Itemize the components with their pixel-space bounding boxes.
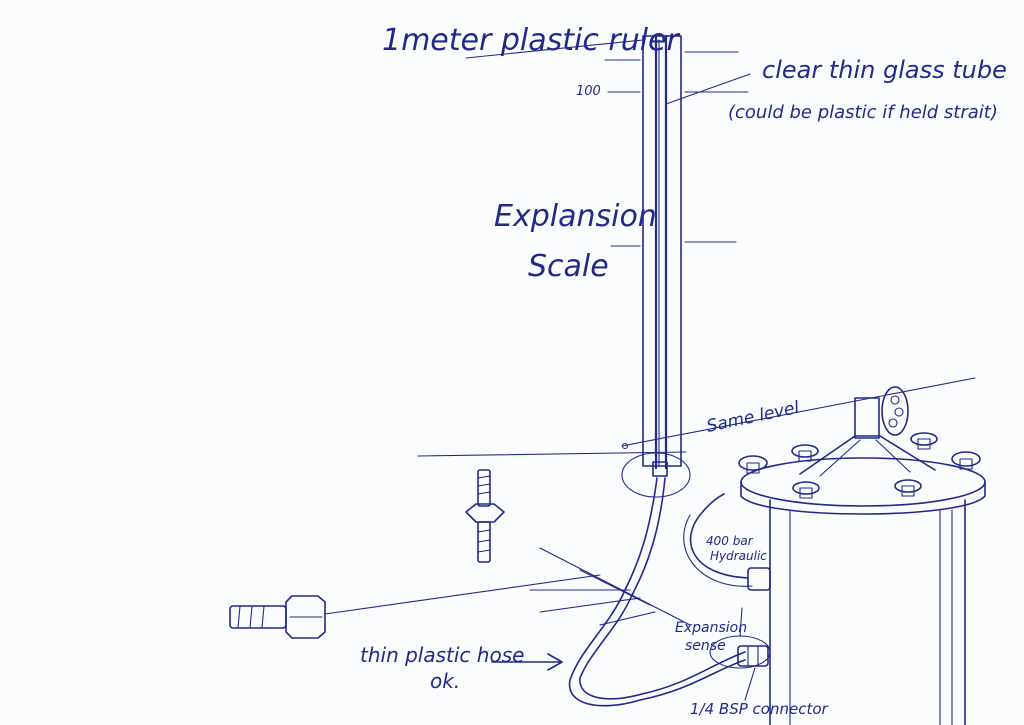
base-level-line xyxy=(417,451,687,457)
label-connector: 1/4 BSP connector xyxy=(690,700,829,718)
vessel-flange-top xyxy=(740,457,986,507)
tube-bottom-fitting xyxy=(652,461,668,477)
hatch-line xyxy=(539,597,641,613)
hose-inner xyxy=(579,477,746,700)
barb-ring xyxy=(477,539,491,543)
flange-bolt xyxy=(951,451,981,470)
handwheel-spoke xyxy=(888,418,898,428)
sense-leader-line xyxy=(739,607,743,637)
plastic-hose xyxy=(568,477,746,707)
tail-ring xyxy=(237,605,241,629)
barbed-fitting xyxy=(465,469,505,563)
label-tube-line1: clear thin glass tube xyxy=(762,56,1007,84)
hatch-line xyxy=(539,547,691,626)
barb-ring xyxy=(477,475,491,479)
flange-bolt xyxy=(910,432,938,450)
tail-ring xyxy=(249,605,253,629)
tube-leader-line xyxy=(665,73,751,105)
label-hose-line2: ok. xyxy=(430,669,460,693)
label-hydraulic-line2: Hydraulic xyxy=(710,549,767,563)
fitting-leader-line xyxy=(324,574,601,615)
ruler-and-tube xyxy=(465,34,751,498)
sense-port xyxy=(737,645,769,667)
tail-hex-nut xyxy=(285,595,326,639)
valve-stem xyxy=(854,397,880,439)
label-hose-line1: thin plastic hose xyxy=(360,643,524,667)
flange-bolts xyxy=(738,432,981,499)
handwheel-spoke xyxy=(890,395,900,405)
connector-leader-line xyxy=(744,667,756,701)
label-same-level: Same level xyxy=(705,398,801,437)
label-sense-line1: Expansion xyxy=(675,620,747,636)
hydraulic-port xyxy=(747,567,771,591)
flange-bolt xyxy=(738,455,768,474)
barb-ring xyxy=(477,529,491,533)
hatch-line xyxy=(599,611,656,626)
flange-bolt xyxy=(792,481,820,499)
hydraulic-line-edge xyxy=(683,514,753,587)
pressure-vessel xyxy=(683,386,986,725)
label-ruler: 1meter plastic ruler xyxy=(382,23,681,58)
label-scale-line1: Explansion xyxy=(494,199,657,234)
label-scale-line2: Scale xyxy=(528,249,609,284)
tail-ring xyxy=(261,605,265,629)
hose-tail-fitting xyxy=(229,595,326,639)
hose-outer xyxy=(568,477,746,707)
hatch-line xyxy=(579,569,651,606)
lid-shade xyxy=(819,439,861,477)
barb-ring xyxy=(477,483,491,487)
same-level-lines xyxy=(417,377,976,457)
handwheel xyxy=(881,386,909,436)
ruler-base xyxy=(621,452,691,498)
lid-cone xyxy=(799,435,936,475)
hydraulic-line xyxy=(689,493,749,579)
flange-bolt xyxy=(791,444,819,462)
plastic-ruler xyxy=(642,35,682,467)
handwheel-spoke xyxy=(894,407,904,417)
level-dot xyxy=(621,442,629,450)
barb-top xyxy=(477,469,491,507)
level-line xyxy=(621,377,976,447)
ruler-leader-line xyxy=(465,39,644,59)
flange-bolt xyxy=(894,479,922,497)
hex-nut xyxy=(465,503,505,523)
label-sense-line2: sense xyxy=(685,638,726,654)
label-tube-line2: (could be plastic if held strait) xyxy=(728,102,998,123)
hatch-lines xyxy=(324,547,691,626)
barb-ring xyxy=(477,549,491,553)
barb-ring xyxy=(477,491,491,495)
label-hydraulic-line1: 400 bar xyxy=(706,534,754,548)
hose-arrow xyxy=(491,653,563,671)
vessel-flange-side xyxy=(740,481,986,515)
label-tick-100: 100 xyxy=(576,84,601,99)
lid-shade xyxy=(875,439,911,473)
arrow-head xyxy=(547,653,563,671)
